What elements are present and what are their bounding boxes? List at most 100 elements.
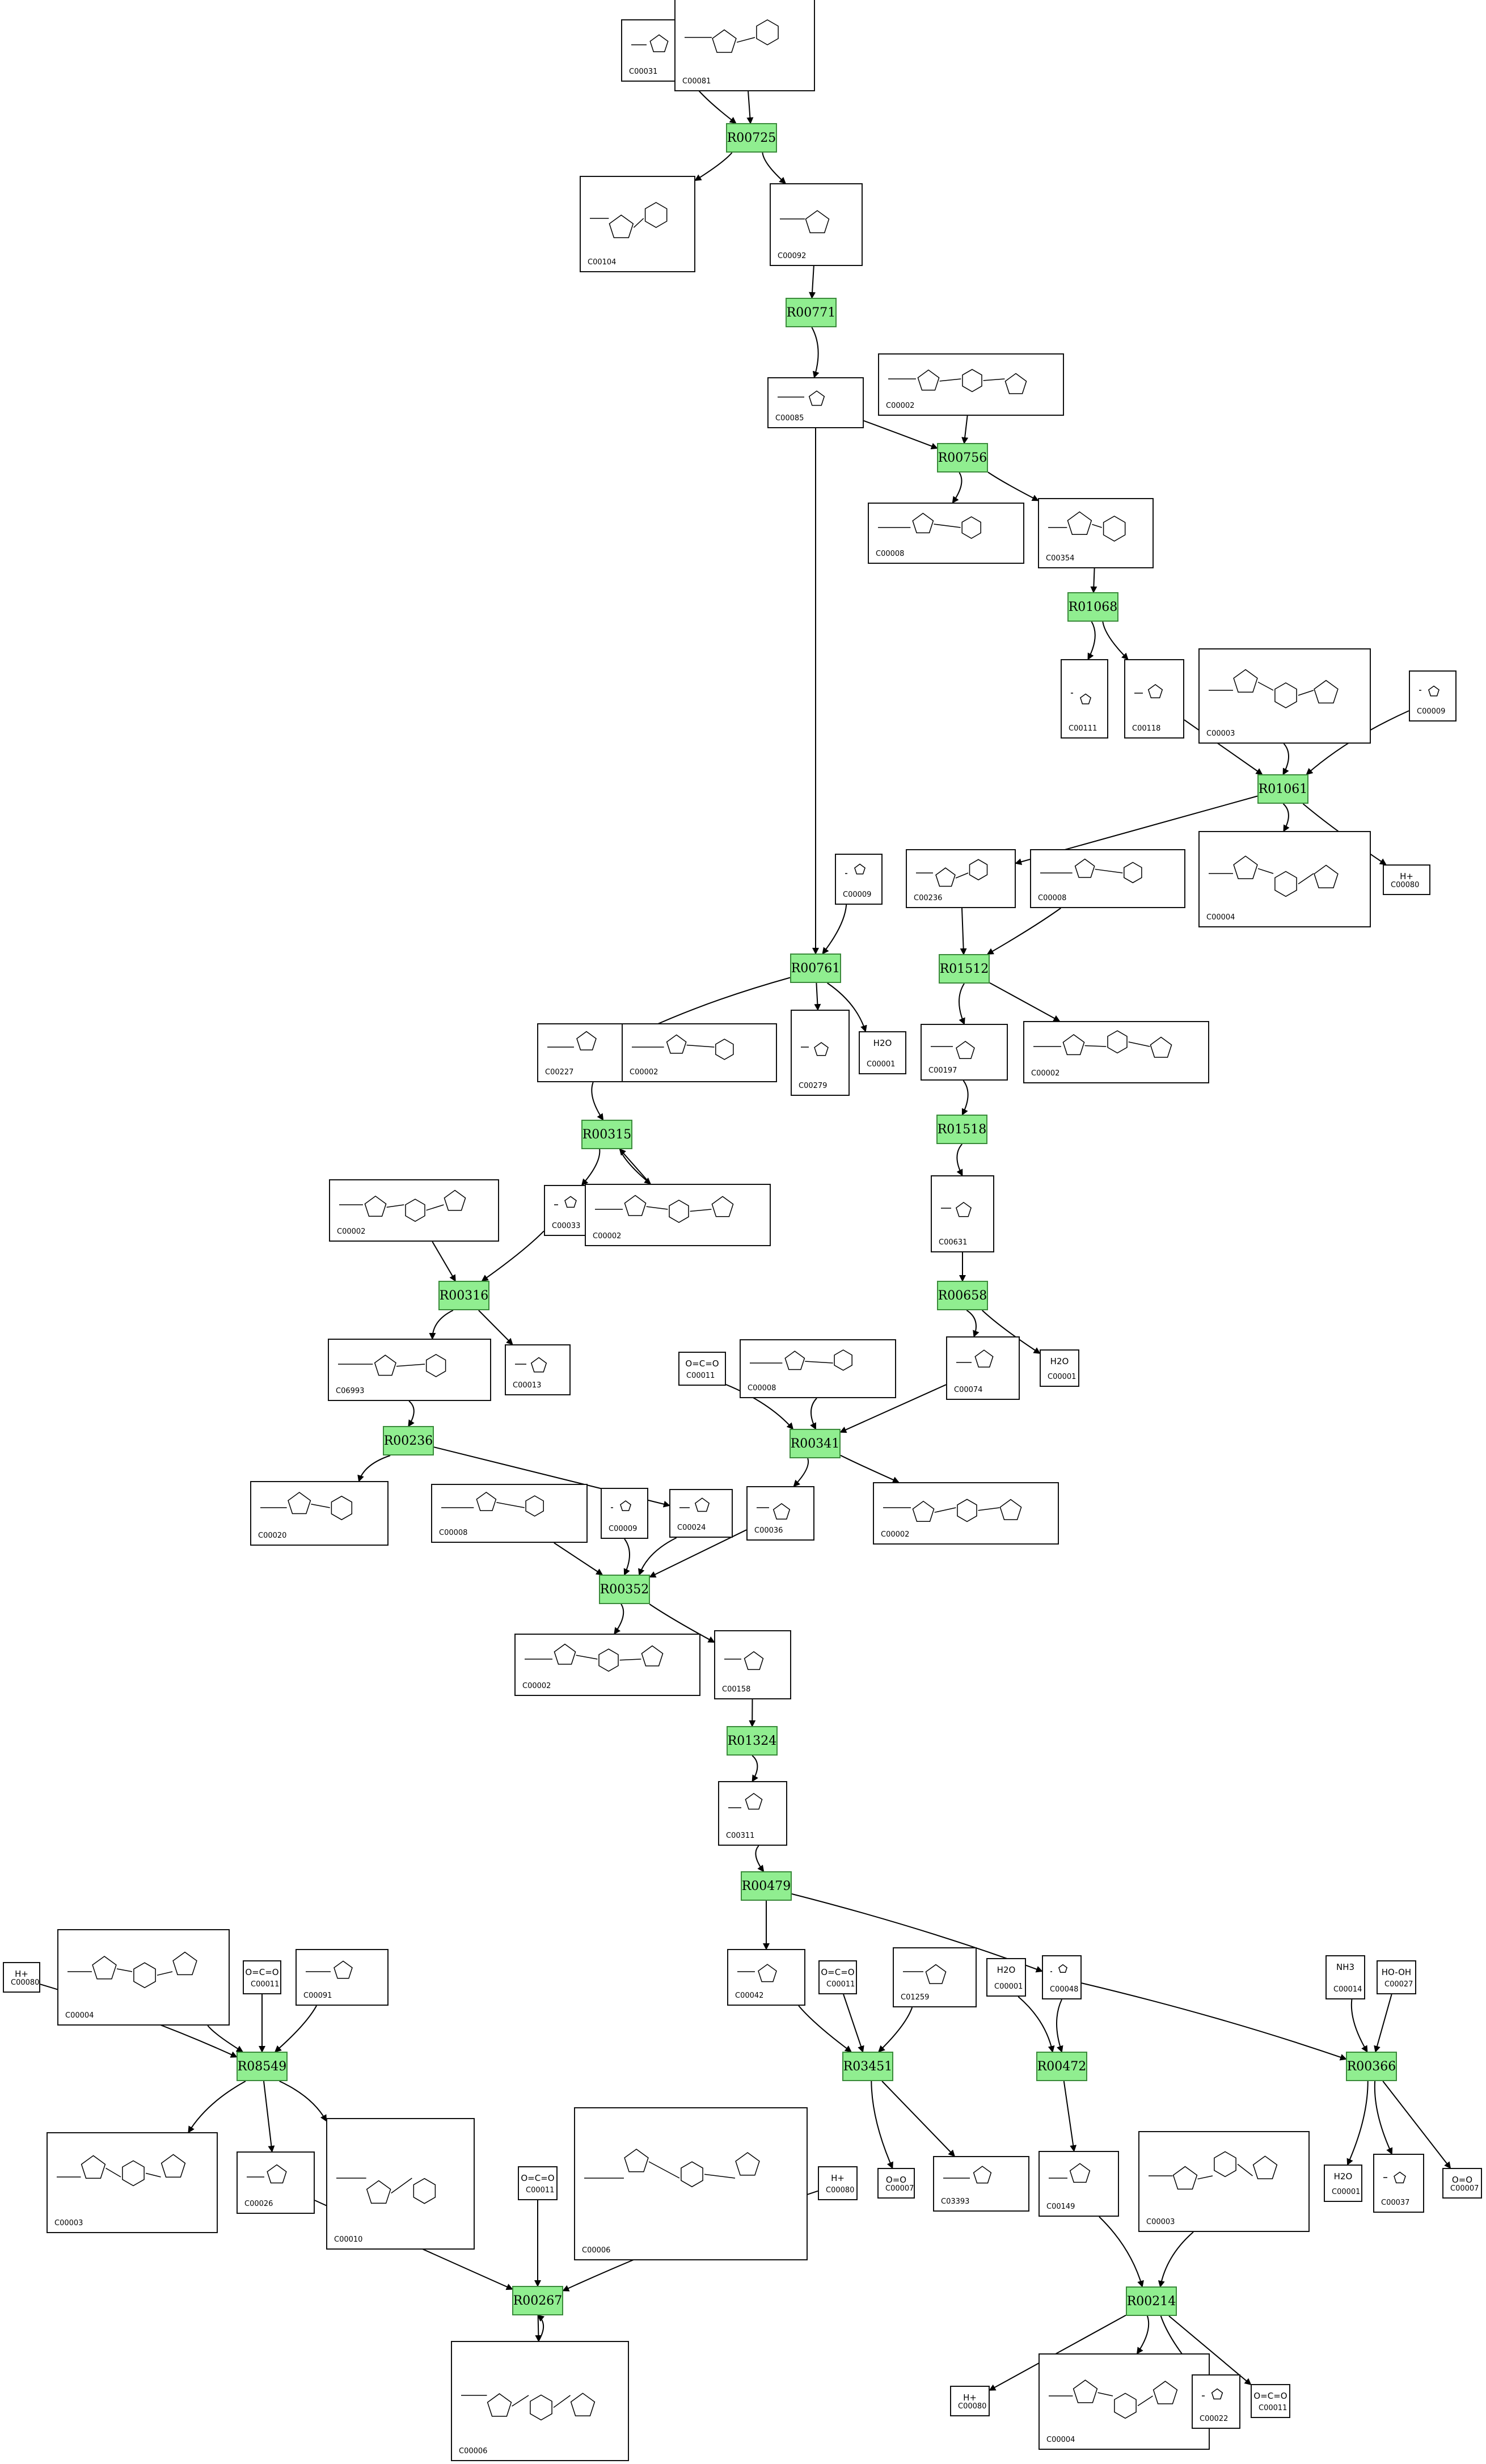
compound-C03393[interactable]: C03393 — [933, 2156, 1029, 2212]
edge-C00008-to-R00341 — [810, 1398, 817, 1430]
reaction-R08549[interactable]: R08549 — [237, 2052, 288, 2081]
compound-C00010[interactable]: C00010 — [326, 2118, 475, 2250]
reaction-R00366[interactable]: R00366 — [1346, 2052, 1397, 2081]
compound-C00074[interactable]: C00074 — [946, 1336, 1020, 1400]
compound-C00003[interactable]: C00003 — [1138, 2131, 1310, 2232]
reaction-R00725[interactable]: R00725 — [726, 123, 777, 153]
compound-C00631[interactable]: C00631 — [931, 1175, 994, 1252]
reaction-R01512[interactable]: R01512 — [939, 954, 990, 984]
compound-C00002[interactable]: C00002 — [873, 1482, 1059, 1545]
compound-C00037[interactable]: C00037 — [1373, 2154, 1424, 2213]
compound-C00080[interactable]: H+C00080 — [950, 2386, 990, 2416]
compound-C00002[interactable]: C00002 — [514, 1634, 700, 1696]
reaction-R00352[interactable]: R00352 — [599, 1575, 650, 1604]
compound-C00004[interactable]: C00004 — [1038, 2353, 1210, 2450]
compound-C00004[interactable]: C00004 — [57, 1929, 230, 2026]
compound-C00080[interactable]: H+C00080 — [1383, 864, 1430, 895]
compound-C00020[interactable]: C00020 — [250, 1481, 389, 1546]
compound-C00009[interactable]: C00009 — [1409, 670, 1457, 722]
reaction-R01068[interactable]: R01068 — [1067, 592, 1118, 622]
compound-C00009[interactable]: C00009 — [835, 854, 883, 905]
compound-C00006[interactable]: C00006 — [451, 2341, 629, 2461]
reaction-R00316[interactable]: R00316 — [438, 1281, 489, 1310]
reaction-R00479[interactable]: R00479 — [741, 1871, 792, 1901]
compound-C01259[interactable]: C01259 — [893, 1947, 977, 2007]
compound-C00081[interactable]: C00081 — [674, 0, 815, 91]
reaction-R00472[interactable]: R00472 — [1036, 2052, 1087, 2081]
compound-C00085[interactable]: C00085 — [767, 377, 864, 428]
compound-C00004[interactable]: C00004 — [1198, 831, 1371, 927]
compound-C00036[interactable]: C00036 — [746, 1486, 814, 1541]
compound-C00008[interactable]: C00008 — [740, 1339, 896, 1398]
reaction-R00315[interactable]: R00315 — [581, 1120, 632, 1149]
compound-C00002[interactable]: C00002 — [878, 353, 1064, 416]
compound-C06993[interactable]: C06993 — [328, 1339, 491, 1401]
compound-C00080[interactable]: H+C00080 — [818, 2166, 858, 2200]
compound-C00197[interactable]: C00197 — [921, 1024, 1008, 1081]
compound-C00080[interactable]: H+C00080 — [3, 1962, 40, 1993]
reaction-R00267[interactable]: R00267 — [512, 2286, 563, 2315]
reaction-R00771[interactable]: R00771 — [786, 298, 837, 327]
compound-C00104[interactable]: C00104 — [580, 176, 695, 272]
compound-C00009[interactable]: C00009 — [601, 1488, 648, 1539]
compound-id-label: C00001 — [1332, 2188, 1361, 2196]
reaction-R01518[interactable]: R01518 — [936, 1115, 987, 1144]
compound-C00006[interactable]: C00006 — [574, 2107, 808, 2260]
reaction-R03451[interactable]: R03451 — [842, 2052, 893, 2081]
compound-C00111[interactable]: C00111 — [1061, 659, 1108, 739]
compound-id-label: C00036 — [754, 1526, 783, 1535]
reaction-R01324[interactable]: R01324 — [727, 1726, 778, 1756]
edge-C00091-to-R08549 — [274, 2005, 317, 2053]
compound-C00354[interactable]: C00354 — [1038, 498, 1154, 568]
reaction-R00214[interactable]: R00214 — [1126, 2286, 1177, 2316]
compound-C00002[interactable]: C00002 — [1023, 1021, 1209, 1083]
compound-formula: H2O — [1050, 1356, 1069, 1366]
compound-C00013[interactable]: C00013 — [505, 1344, 571, 1395]
compound-C00008[interactable]: C00008 — [431, 1484, 588, 1543]
compound-C00311[interactable]: C00311 — [718, 1781, 787, 1846]
compound-C00042[interactable]: C00042 — [727, 1949, 805, 2006]
compound-C00048[interactable]: C00048 — [1042, 1955, 1082, 1999]
reaction-R00236[interactable]: R00236 — [383, 1426, 434, 1455]
compound-C00227[interactable]: C00227 — [537, 1023, 634, 1082]
compound-C00003[interactable]: C00003 — [47, 2132, 218, 2233]
compound-C00002[interactable]: C00002 — [329, 1179, 499, 1242]
reaction-R00658[interactable]: R00658 — [937, 1281, 988, 1310]
compound-C00003[interactable]: C00003 — [1198, 648, 1371, 744]
compound-C00008[interactable]: C00008 — [868, 503, 1024, 564]
compound-formula: H2O — [873, 1038, 892, 1048]
reaction-R00341[interactable]: R00341 — [790, 1429, 841, 1458]
compound-C00158[interactable]: C00158 — [714, 1630, 791, 1699]
compound-C00022[interactable]: C00022 — [1192, 2374, 1240, 2429]
compound-C00236[interactable]: C00236 — [906, 849, 1016, 908]
reaction-R00756[interactable]: R00756 — [937, 443, 988, 472]
compound-C00008[interactable]: C00008 — [1030, 849, 1185, 908]
compound-C00002[interactable]: C00002 — [622, 1023, 777, 1082]
compound-C00024[interactable]: C00024 — [669, 1489, 733, 1538]
compound-C00149[interactable]: C00149 — [1038, 2151, 1119, 2217]
reaction-R01061[interactable]: R01061 — [1257, 774, 1308, 804]
compound-C00279[interactable]: C00279 — [791, 1010, 850, 1096]
reaction-R00761[interactable]: R00761 — [790, 953, 841, 983]
edge-R01068-to-C00118 — [1102, 621, 1129, 660]
compound-C00002[interactable]: C00002 — [585, 1184, 771, 1246]
compound-C00091[interactable]: C00091 — [295, 1949, 389, 2006]
structure-diagram — [584, 2149, 760, 2188]
compound-C00092[interactable]: C00092 — [770, 183, 863, 266]
compound-C00026[interactable]: C00026 — [237, 2151, 315, 2214]
compound-C00118[interactable]: C00118 — [1124, 659, 1184, 739]
structure-diagram — [611, 1500, 631, 1512]
